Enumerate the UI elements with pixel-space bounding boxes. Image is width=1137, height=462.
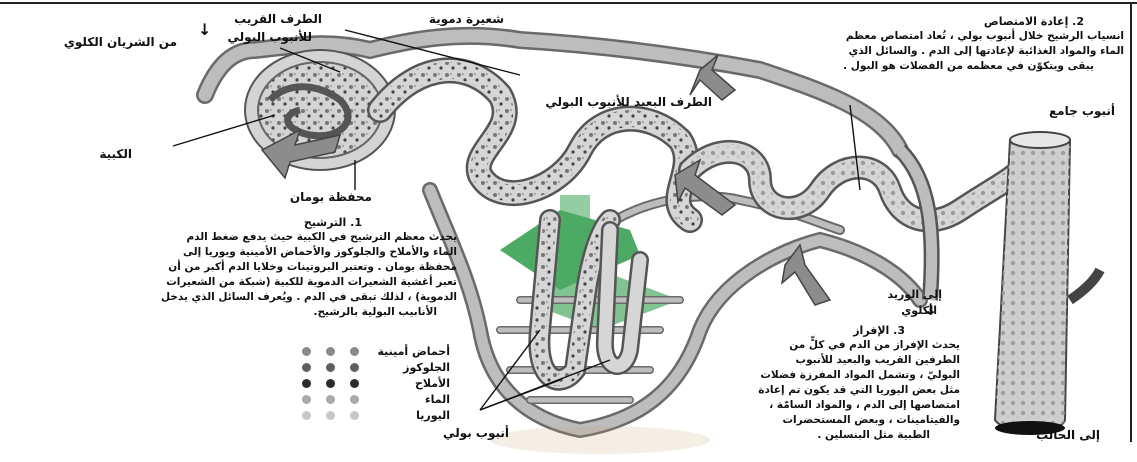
- artery-label: من الشريان الكلوي: [64, 35, 177, 49]
- distal-label: الطرف البعيد للأنبوب البولي: [545, 95, 712, 109]
- legend-item: الماء: [300, 393, 450, 407]
- filtration-line: محفظة بومان . وتعتبر البروتينات وخلايا ا…: [161, 260, 457, 275]
- filtration-line: الماء والأملاح والجلوكوز والأحماض الأمين…: [161, 245, 457, 260]
- legend-label: اليوريا: [416, 409, 450, 422]
- legend-swatch: [302, 395, 311, 404]
- legend-swatch: [350, 347, 359, 356]
- reabsorption-line: يبقى ويتكوّن في معظمه من الفضلات هو البو…: [843, 59, 1124, 74]
- filtration-line: الدموية) ، لذلك تبقى في الدم . ويُعرف ال…: [161, 290, 457, 305]
- secretion-line: امتصاصها إلى الدم ، والمواد السامّة ،: [758, 398, 960, 413]
- legend-label: الأملاح: [415, 377, 450, 390]
- legend-swatch: [302, 379, 311, 388]
- legend-swatch: [326, 395, 335, 404]
- secretion-line: الطبية مثل البنسلين .: [758, 428, 960, 443]
- legend-label: الماء: [425, 393, 450, 406]
- filtration-text: 1. الترشيح يحدث معظم الترشيح في الكبية ح…: [161, 215, 457, 320]
- reabsorption-text: 2. إعادة الامتصاص انسياب الرشيح خلال أنب…: [843, 14, 1124, 74]
- collecting-duct-label: أنبوب جامع: [1049, 104, 1115, 118]
- legend-swatch: [350, 395, 359, 404]
- legend-swatch: [326, 379, 335, 388]
- proximal-label-line1: الطرف القريب: [234, 12, 322, 26]
- arteriole-label: شعيرة دموية: [429, 12, 504, 26]
- legend-swatch: [302, 411, 311, 420]
- vein-label-line1: إلى الوريد: [888, 288, 942, 301]
- legend-item: الجلوكوز: [300, 361, 450, 375]
- filtration-line: الأنابيب البولية بالرشيح.: [161, 305, 457, 320]
- reabsorption-heading: 2. إعادة الامتصاص: [843, 14, 1124, 29]
- legend-item: اليوريا: [300, 409, 450, 423]
- distal-tubule: [690, 152, 1020, 221]
- legend-swatch: [326, 411, 335, 420]
- secretion-line: يحدث الإفراز من الدم في كلٍّ من: [758, 338, 960, 353]
- bowman-label: محفظة بومان: [290, 190, 372, 204]
- filtration-line: تعبر أغشية الشعيرات الدموية للكبية (شبكة…: [161, 275, 457, 290]
- secretion-line: والفيتامينات ، وبعض المستحضرات: [758, 413, 960, 428]
- legend: أحماض أمينية الجلوكوز الأملاح الماء اليو…: [300, 345, 450, 425]
- proximal-label-line2: للأنبوب البولي: [228, 30, 312, 44]
- collecting-duct-shape: [995, 132, 1100, 435]
- secretion-line: البوليّ ، وتشمل المواد المفرزة فضلات: [758, 368, 960, 383]
- ureter-label: إلى الحالب: [1036, 428, 1100, 442]
- down-arrow-icon: ↓: [198, 22, 211, 38]
- legend-label: أحماض أمينية: [377, 345, 450, 358]
- legend-swatch: [350, 411, 359, 420]
- secretion-heading: 3. الإفراز: [758, 323, 960, 338]
- filtration-heading: 1. الترشيح: [161, 215, 457, 230]
- legend-item: الأملاح: [300, 377, 450, 391]
- legend-swatch: [326, 363, 335, 372]
- reabsorption-line: انسياب الرشيح خلال أنبوب بولي ، تُعاد ام…: [843, 29, 1124, 44]
- filtration-line: يحدث معظم الترشيح في الكبية حيث يدفع ضغط…: [161, 230, 457, 245]
- legend-swatch: [350, 379, 359, 388]
- nephron-label: أنبوب بولي: [443, 426, 509, 440]
- watermark-base: [490, 426, 710, 454]
- legend-swatch: [302, 363, 311, 372]
- vein-label-line2: الكلوي: [901, 304, 937, 317]
- legend-item: أحماض أمينية: [300, 345, 450, 359]
- secretion-line: مثل بعض اليوريا التي قد يكون تم إعادة: [758, 383, 960, 398]
- legend-label: الجلوكوز: [403, 361, 450, 374]
- legend-swatch: [326, 347, 335, 356]
- glomerulus-label: الكبية: [99, 147, 132, 161]
- legend-swatch: [302, 347, 311, 356]
- secretion-text: 3. الإفراز يحدث الإفراز من الدم في كلٍّ …: [758, 323, 960, 443]
- legend-swatch: [350, 363, 359, 372]
- reabsorption-line: الماء والمواد الغذائية لإعادتها إلى الدم…: [843, 44, 1124, 59]
- secretion-line: الطرفين القريب والبعيد للأنبوب: [758, 353, 960, 368]
